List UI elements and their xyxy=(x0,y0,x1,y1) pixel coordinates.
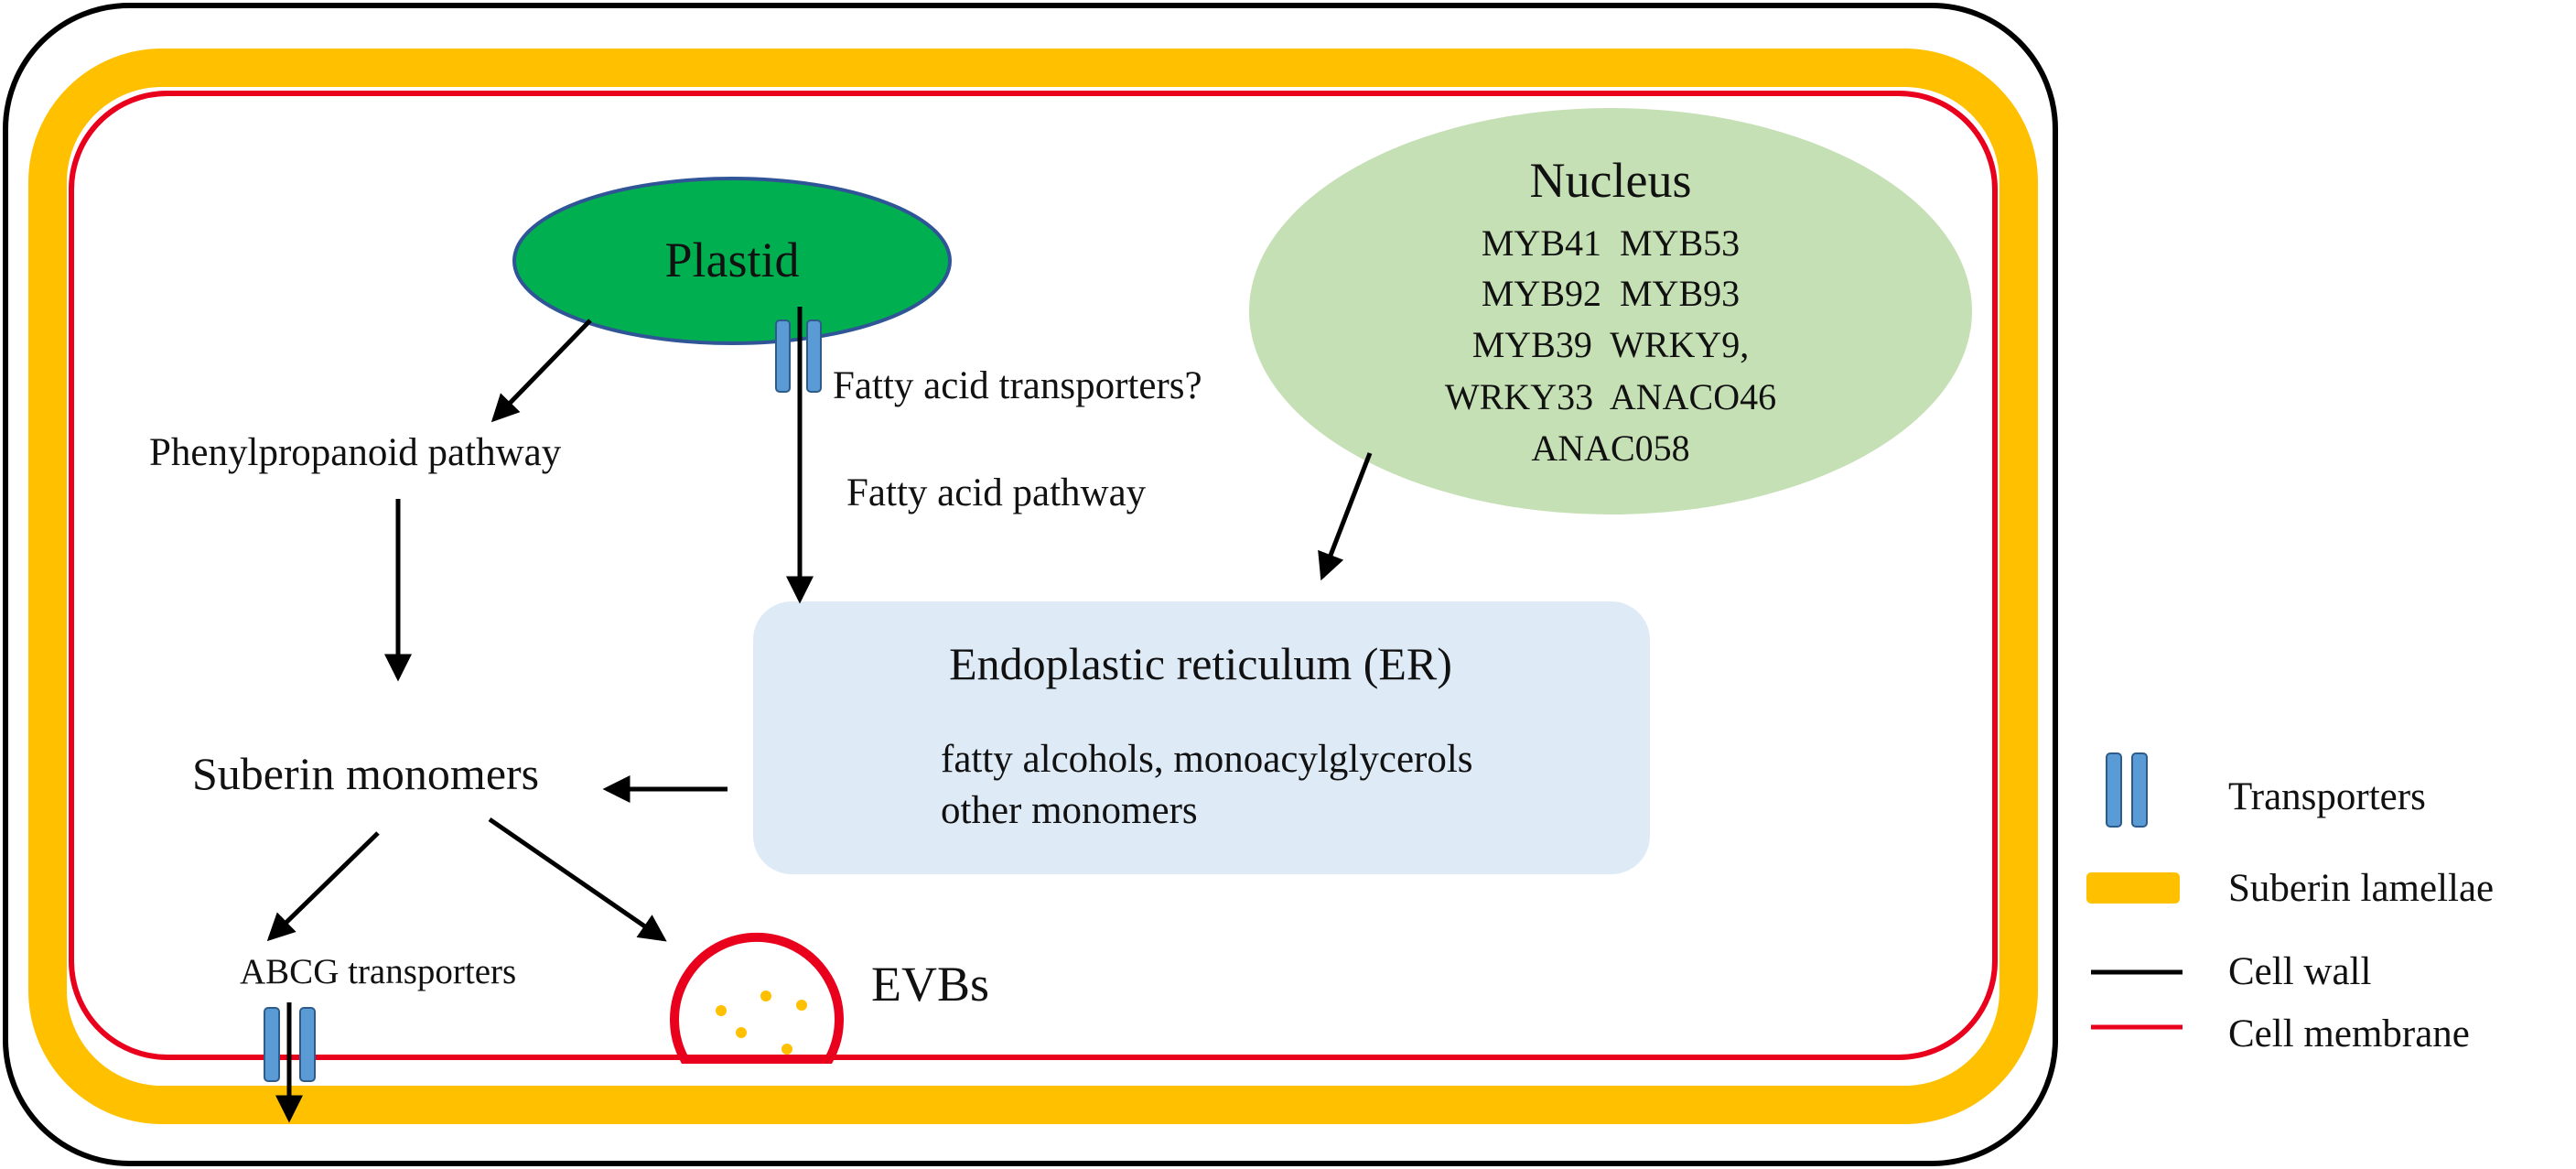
legend-transporter-icon xyxy=(2106,752,2148,828)
suberin-monomers-label: Suberin monomers xyxy=(192,748,539,799)
suberin-lamellae-band xyxy=(28,49,2038,1124)
phenylpropanoid-pathway-label: Phenylpropanoid pathway xyxy=(149,431,562,474)
legend-transporters-label: Transporters xyxy=(2228,775,2426,818)
plastid-ellipse xyxy=(512,177,952,345)
evb-membrane xyxy=(670,932,844,1064)
er-box xyxy=(753,601,1650,874)
er-title: Endoplastic reticulum (ER) xyxy=(949,638,1452,689)
evb-dot xyxy=(796,1000,807,1011)
monomers-to-evbs-arrow xyxy=(488,817,667,942)
evb-dot xyxy=(760,990,771,1001)
nucleus-gene-line: WRKY33 ANACO46 xyxy=(1445,376,1776,417)
abcg-transporters-label: ABCG transporters xyxy=(240,952,516,991)
nucleus-title: Nucleus xyxy=(1530,153,1692,208)
transporter-subunit xyxy=(806,319,822,393)
fatty-acid-pathway-label: Fatty acid pathway xyxy=(846,471,1147,514)
plastid-label: Plastid xyxy=(664,233,799,287)
legend-cell-membrane-label: Cell membrane xyxy=(2228,1012,2470,1055)
monomers-to-abcg-arrow xyxy=(266,831,380,942)
fatty-acid-transporters-label: Fatty acid transporters? xyxy=(833,364,1202,407)
abcg-transporter xyxy=(264,1007,316,1082)
legend-suberin-swatch xyxy=(2086,872,2180,904)
legend: Transporters Suberin lamellae Cell wall … xyxy=(2086,752,2494,1055)
nucleus-ellipse xyxy=(1249,108,1972,514)
evb-dot xyxy=(736,1027,747,1038)
plastid-to-phenylpropanoid-arrow xyxy=(490,319,592,423)
plastid: Plastid xyxy=(512,177,952,345)
legend-cell-wall-label: Cell wall xyxy=(2228,950,2371,993)
nucleus-gene-line: MYB92 MYB93 xyxy=(1482,273,1740,314)
transporter-subunit xyxy=(264,1007,280,1082)
legend-suberin-label: Suberin lamellae xyxy=(2228,867,2494,910)
transporter-subunit xyxy=(299,1007,316,1082)
er-monomers-line: other monomers xyxy=(941,789,1198,832)
nucleus-gene-line: MYB39 WRKY9, xyxy=(1472,324,1750,365)
fatty-acid-transporter xyxy=(775,319,822,393)
nucleus-gene-line: ANAC058 xyxy=(1531,428,1689,469)
nucleus-to-er-arrow xyxy=(1318,452,1373,581)
evb-vesicle xyxy=(670,932,844,1064)
nucleus-gene-line: MYB41 MYB53 xyxy=(1482,222,1740,264)
evb-dot xyxy=(781,1044,792,1055)
er-monomers-line: fatty alcohols, monoacylglycerols xyxy=(941,738,1473,781)
pathway-arrows xyxy=(266,307,1373,1123)
evb-dot xyxy=(716,1005,727,1016)
evbs-label: EVBs xyxy=(871,957,989,1012)
transporter-subunit xyxy=(775,319,791,393)
nucleus: Nucleus MYB41 MYB53 MYB92 MYB93 MYB39 WR… xyxy=(1249,108,1972,514)
endoplasmic-reticulum: Endoplastic reticulum (ER) fatty alcohol… xyxy=(753,601,1650,874)
